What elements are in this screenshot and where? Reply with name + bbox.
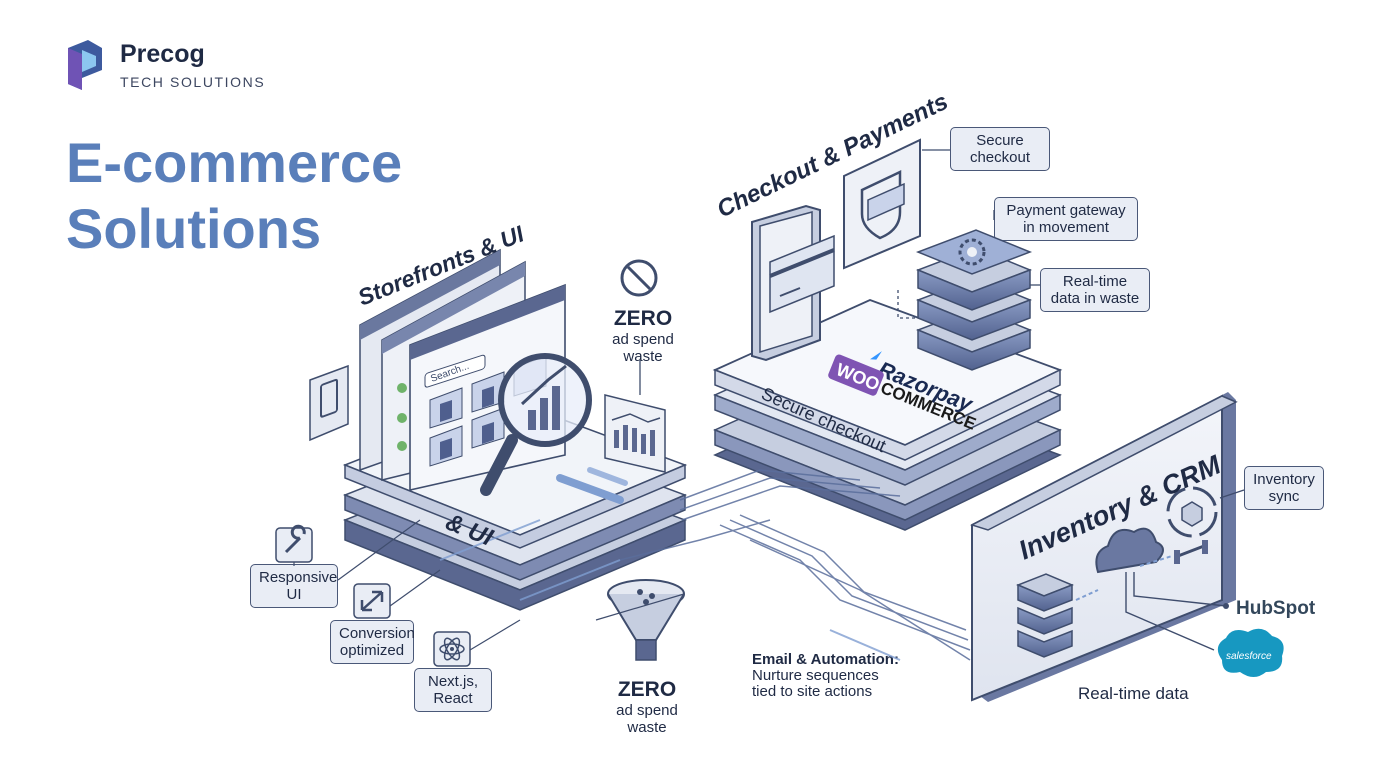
server-connectors: [897, 210, 1040, 319]
precog-logo-icon: [68, 40, 102, 90]
panel-data-links: [1075, 555, 1173, 601]
tag-secure-checkout: Secure checkout: [950, 127, 1050, 171]
email-line: tied to site actions: [752, 683, 873, 700]
tag-line: React: [433, 690, 473, 707]
tag-responsive-ui: Responsive UI: [250, 564, 338, 608]
page-title: E-commerce Solutions: [66, 130, 402, 262]
secure-card-shield-icon: [843, 138, 921, 270]
analytics-card: [604, 394, 666, 473]
brand-subtitle: TECH SOLUTIONS: [120, 74, 266, 90]
salesforce-logo: salesforce: [1217, 628, 1284, 677]
tag-line: checkout: [969, 149, 1031, 166]
flow-lines-light: [439, 519, 901, 661]
wrench-icon: [275, 524, 313, 563]
tag-line: in movement: [1023, 219, 1109, 236]
tag-line: Real-time: [1062, 273, 1128, 290]
tag-line: sync: [1268, 488, 1300, 505]
zero-line: ad spend: [616, 702, 678, 719]
email-heading: Email & Automation:: [752, 651, 899, 668]
no-ad-icon: [620, 259, 658, 297]
zero-line: waste: [627, 719, 667, 736]
funnel-icon: [607, 579, 685, 661]
zero-big: ZERO: [613, 307, 673, 330]
page-title-line2: Solutions: [66, 197, 322, 260]
brand-name: Precog: [120, 40, 205, 68]
zero-ad-spend-note-bottom: ZERO ad spend waste: [602, 678, 692, 736]
magnifier-icon: [480, 353, 592, 496]
smartphone-icon: [751, 204, 835, 362]
inventory-server-icon: [1016, 573, 1074, 658]
react-atom-icon: [433, 631, 471, 667]
tag-nextjs-react: Next.js, React: [414, 668, 492, 712]
mobile-device-icon: [309, 364, 349, 442]
tag-line: Next.js,: [427, 673, 478, 690]
email-automation-note: Email & Automation: Nurture sequences ti…: [752, 652, 899, 700]
sync-icon: [1166, 486, 1218, 538]
tag-line: data in waste: [1050, 290, 1140, 307]
page-title-line1: E-commerce: [66, 131, 403, 194]
tag-line: Responsive: [259, 569, 338, 586]
tag-line: Payment gateway: [1006, 202, 1126, 219]
salesforce-logo-text: salesforce: [1226, 651, 1272, 662]
zero-line: waste: [623, 348, 663, 365]
cloud-icon: [1095, 527, 1164, 574]
crm-connectors: [1125, 489, 1245, 651]
zero-ad-spend-note-top: ZERO ad spend waste: [598, 307, 688, 365]
tag-realtime-waste: Real-time data in waste: [1040, 268, 1150, 312]
tag-payment-gateway: Payment gateway in movement: [994, 197, 1138, 241]
resize-arrows-icon: [353, 583, 391, 619]
tag-line: optimized: [339, 642, 405, 659]
tag-line: UI: [286, 586, 302, 603]
connector-dot: [1223, 603, 1229, 609]
hubspot-logo: HubSpot: [1236, 598, 1316, 619]
dumbbell-icon: [1174, 540, 1208, 564]
server-stack-icon: [915, 229, 1033, 371]
email-line: Nurture sequences: [752, 667, 879, 684]
tag-line: Conversion: [339, 625, 415, 642]
tag-inventory-sync: Inventory sync: [1244, 466, 1324, 510]
zero-line: ad spend: [612, 331, 674, 348]
tag-line: Secure: [976, 132, 1024, 149]
tag-conversion-optimized: Conversion optimized: [330, 620, 415, 664]
flow-lines: [619, 469, 971, 661]
realtime-data-caption: Real-time data: [1078, 684, 1189, 703]
tag-connectors: [293, 519, 685, 651]
tag-line: Inventory: [1253, 471, 1315, 488]
zero-big: ZERO: [617, 678, 677, 701]
